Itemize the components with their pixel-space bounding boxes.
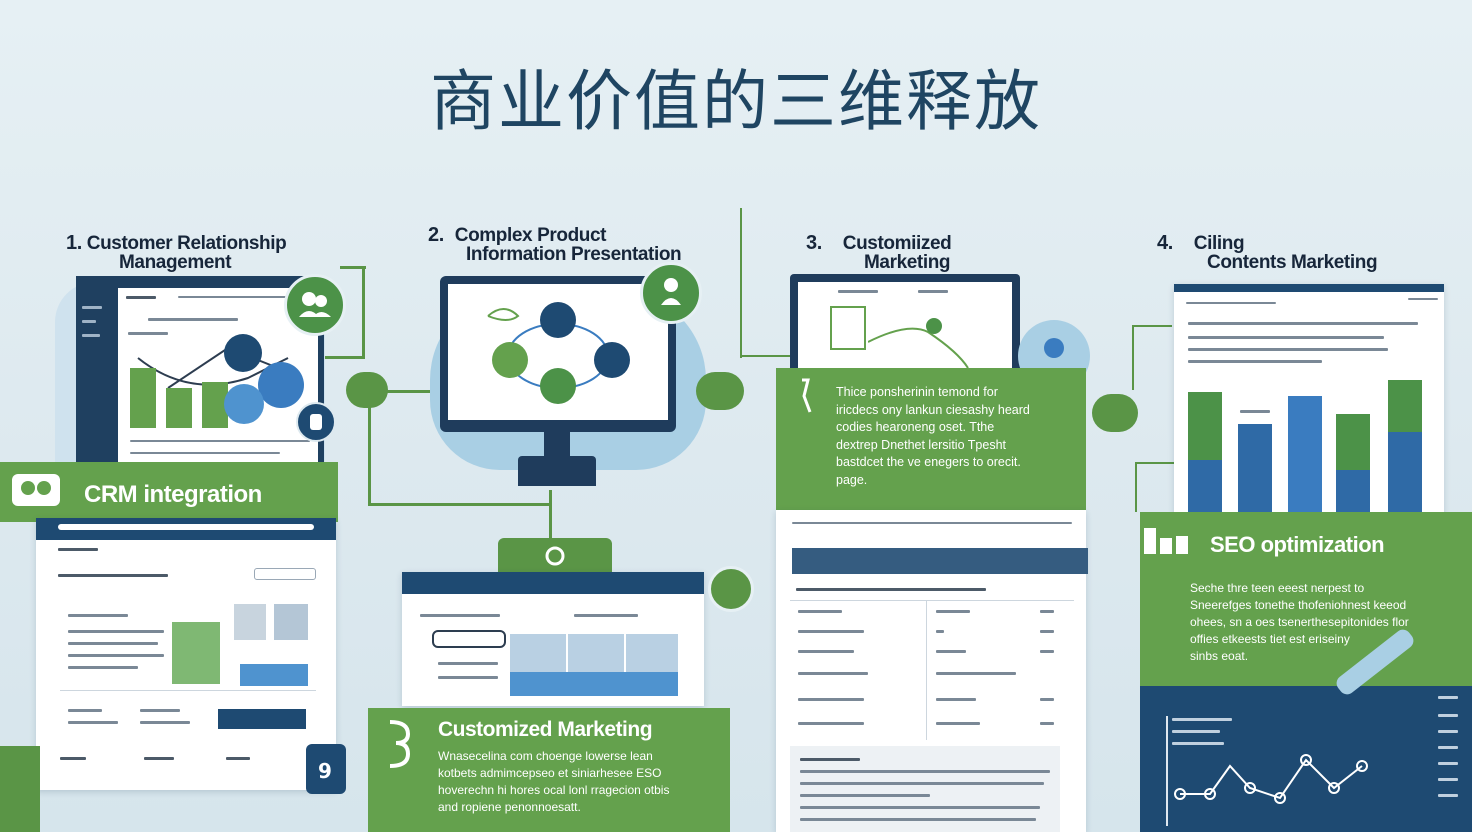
monitor-base (518, 456, 596, 486)
product-info-panel (402, 572, 704, 706)
crm-banner-label: CRM integration (84, 481, 262, 508)
paragraph-line: offies etkeests tiet est eriseiny (1190, 632, 1350, 646)
crm-dashboard-panel (36, 518, 336, 790)
connector-line (340, 266, 366, 269)
step-2-label: 2. Complex Product Information Presentat… (428, 224, 682, 265)
seo-graph-panel (1140, 686, 1472, 832)
paragraph-line: Seche thre teen eeest nerpest to (1190, 581, 1365, 595)
paragraph-line: codies hearoneng oset. Tthe (836, 420, 995, 434)
person-icon (640, 262, 702, 324)
node-icon (696, 372, 744, 410)
seo-banner: SEO optimization Seche thre teen eeest n… (1140, 512, 1472, 688)
step-4-label: 4. Ciling Contents Marketing (1157, 232, 1378, 273)
connector-line (368, 390, 438, 393)
paragraph-line: dextrep Dnethet lersitio Tpesht (836, 437, 1007, 452)
paragraph-line: iricdecs ony lankun ciesashy heard (836, 402, 1030, 417)
paragraph-line: ohees, sn a oes tsenerthesepitonides flo… (1190, 615, 1409, 629)
node-icon (1092, 394, 1138, 432)
connector-line (322, 356, 365, 359)
connector-line (1135, 462, 1137, 512)
content-chart-panel (1174, 284, 1444, 516)
paragraph-line: sinbs eoat. (1190, 649, 1249, 663)
people-icon (284, 274, 346, 336)
seo-banner-label: SEO optimization (1210, 532, 1385, 557)
node-circle (258, 362, 304, 408)
step-1-label: 1. Customer Relationship Management (66, 232, 287, 273)
connector-line (742, 355, 792, 357)
tag-icon (296, 402, 336, 442)
chart-icon (1142, 522, 1192, 558)
connector-line (1132, 325, 1134, 390)
crm-banner: CRM integration (0, 462, 338, 522)
node-circle (224, 384, 264, 424)
customized-marketing-banner: Customized Marketing Wnasecelina com cho… (368, 708, 730, 832)
paragraph-line: Thice ponsherinin temond for (836, 385, 998, 399)
paragraph-line: Wnasecelina com choenge lowerse lean (438, 749, 653, 763)
monitor-stand (544, 432, 570, 458)
node-circle (346, 372, 388, 408)
paragraph-line: bastdcet the ve enegers to orecit. (836, 455, 1021, 469)
paragraph-line: kotbets admimcepseo et siniarhesee ESO (438, 766, 662, 780)
step-3-label: 3. Customiized Marketing (806, 232, 952, 273)
connector-line (1135, 462, 1175, 464)
connector-line (368, 503, 551, 506)
connector-line (368, 395, 371, 505)
svg-text:9: 9 (318, 759, 332, 783)
node-circle (224, 334, 262, 372)
marketing-table-panel (776, 510, 1088, 832)
green-block (0, 746, 40, 832)
paragraph-line: and ropiene penonnoesatt. (438, 800, 581, 814)
connector-line (362, 266, 365, 358)
gear-icon (498, 538, 612, 574)
tag-icon: 9 (306, 744, 346, 794)
customized-banner-label: Customized Marketing (438, 718, 653, 741)
pen-icon (708, 566, 754, 612)
marketing-screen (790, 274, 1020, 374)
paragraph-line: page. (836, 472, 868, 487)
marketing-text-panel: Thice ponsherinin temond for iricdecs on… (776, 368, 1086, 510)
paragraph-line: hoverechn hi hores ocal lonl rragecion o… (438, 783, 670, 797)
connector-line (1132, 325, 1172, 327)
connector-line (549, 490, 552, 540)
people-icon (8, 468, 64, 512)
pen-icon (794, 376, 816, 416)
bracket-icon (384, 716, 414, 770)
connector-line (740, 208, 742, 358)
page-title: 商业价值的三维释放 (430, 63, 1042, 140)
paragraph-line: Sneerefges tonethe thofeniohnest keeod (1190, 598, 1407, 612)
monitor-icon (440, 276, 676, 432)
